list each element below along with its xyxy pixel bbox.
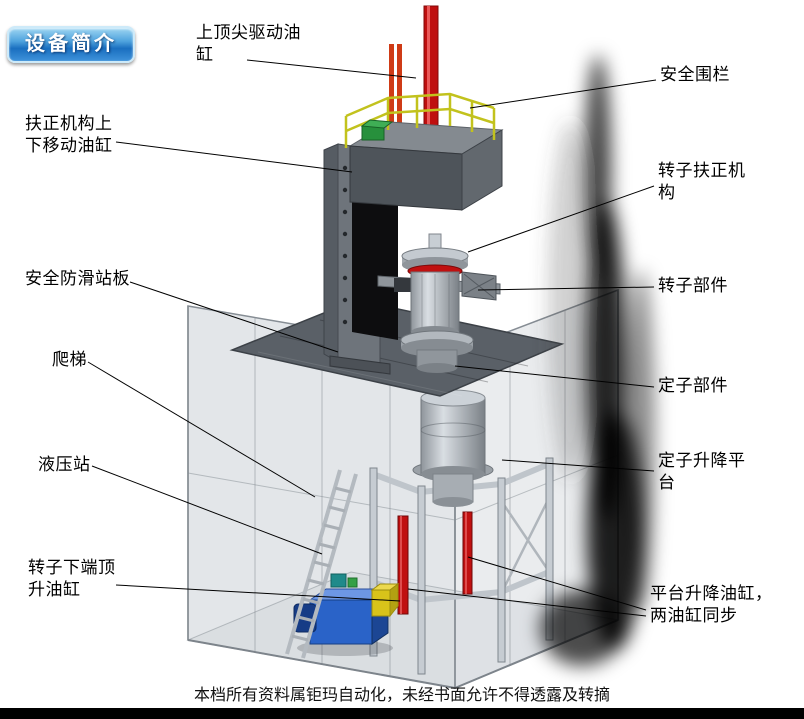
label-top-tip-drive-cylinder: 上顶尖驱动油缸 [196, 23, 301, 65]
label-rotor-component: 转子部件 [658, 276, 728, 295]
label-safety-fence: 安全围栏 [660, 65, 730, 84]
label-ladder: 爬梯 [52, 350, 87, 369]
label-rotor-bottom-jack-cylinder: 转子下端顶升油缸 [28, 558, 116, 600]
label-platform-lift-cylinders: 平台升降油缸，两油缸同步 [650, 584, 773, 626]
platform-lift-cylinders [397, 511, 473, 615]
smoke-shadow [540, 55, 655, 666]
head-block [348, 121, 504, 211]
label-centering-lift-cylinder: 扶正机构上下移动油缸 [25, 114, 113, 156]
label-anti-slip-platform: 安全防滑站板 [25, 269, 130, 288]
label-hydraulic-station: 液压站 [38, 455, 91, 474]
bottom-bar [0, 708, 804, 719]
label-stator-lift-platform: 定子升降平台 [658, 451, 746, 493]
copyright-text: 本档所有资料属钜玛自动化，未经书面允许不得透露及转摘 [193, 687, 610, 704]
label-stator-component: 定子部件 [658, 376, 728, 395]
stator-lift-frame [369, 457, 554, 675]
leader-lines [87, 59, 657, 617]
control-box [360, 119, 394, 141]
ladder [285, 469, 358, 659]
title-badge: 设备简介 [7, 26, 135, 63]
stator-assembly [412, 389, 494, 507]
top-tip-drive-rods [389, 5, 439, 137]
rotor-assembly [377, 233, 501, 373]
label-rotor-centering-mechanism: 转子扶正机构 [658, 161, 746, 203]
